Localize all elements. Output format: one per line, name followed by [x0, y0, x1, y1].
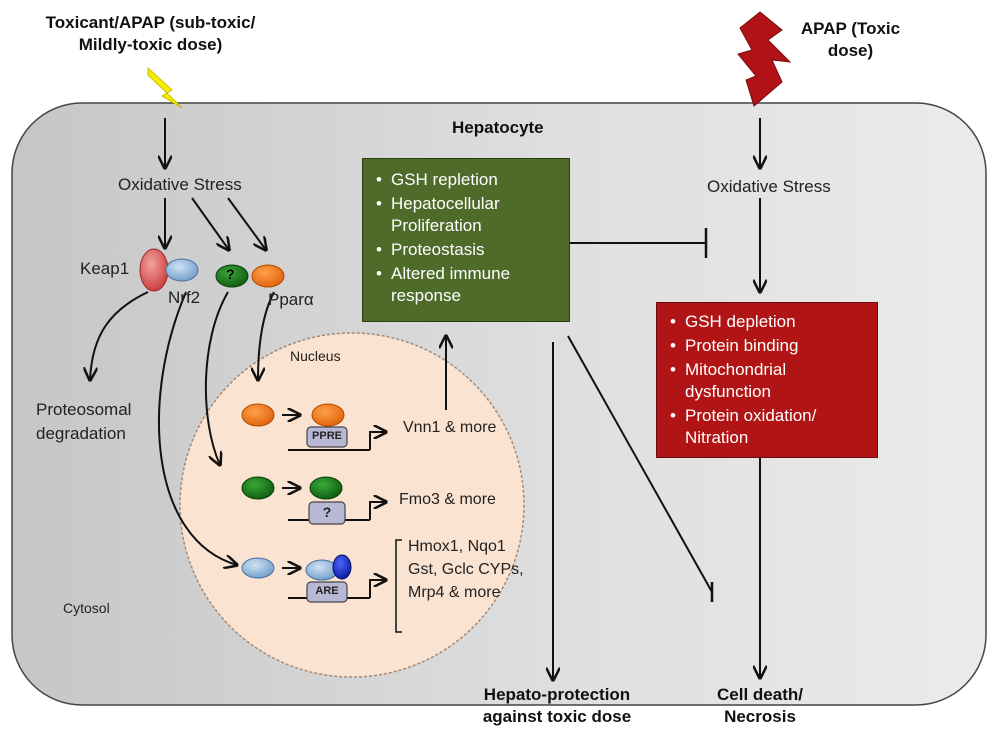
unknown-bound: [309, 476, 343, 500]
nrf2-label: Nrf2: [168, 288, 201, 307]
nrf2-protein: [165, 258, 199, 282]
protective-item: GSH repletion: [376, 169, 563, 191]
protective-box: GSH repletion Hepatocellular Proliferati…: [362, 158, 570, 322]
tss-arrow-3: [369, 580, 386, 598]
nucleus-label: Nucleus: [290, 348, 341, 364]
right-stress-label: Oxidative Stress: [707, 177, 831, 196]
toxic-item: Protein binding: [670, 335, 871, 357]
apap-toxic-title: APAP (Toxic dose): [800, 19, 901, 60]
tss-arrow-2: [369, 502, 386, 520]
left-stress-label: Oxidative Stress: [118, 175, 242, 194]
toxic-box: GSH depletion Protein binding Mitochondr…: [656, 302, 878, 458]
unknown-element: [308, 501, 346, 525]
ppre-element: [306, 426, 348, 448]
tss-arrow-1: [369, 432, 386, 450]
protective-item: Hepatocellular Proliferation: [376, 193, 563, 237]
toxic-item: Protein oxidation/ Nitration: [670, 405, 871, 449]
cell-death-label: Cell death/ Necrosis: [717, 685, 803, 726]
arrow-keap1-to-degradation: [90, 291, 149, 380]
arrow-stress-to-unknown: [191, 197, 229, 250]
arrow-stress-to-ppara: [227, 197, 266, 250]
toxic-item: Mitochondrial dysfunction: [670, 359, 871, 403]
cytosol-label: Cytosol: [63, 600, 110, 616]
hepatoprotection-label: Hepato-protection against toxic dose: [482, 685, 632, 726]
arrow-unknown-to-nucleus: [204, 291, 229, 465]
toxic-item: GSH depletion: [670, 311, 871, 333]
gene-bracket: [395, 539, 402, 633]
inhibit-to-death: [567, 335, 713, 593]
ppara-bound: [311, 403, 345, 427]
coactivator-protein: [332, 554, 352, 580]
protective-item: Altered immune response: [376, 263, 563, 307]
lightning-red-icon: [737, 11, 792, 107]
ppre-label: PPRE: [312, 430, 342, 442]
ppara-free: [241, 403, 275, 427]
protective-item: Proteostasis: [376, 239, 563, 261]
arrow-nrf2-to-are: [158, 291, 237, 565]
keap1-label: Keap1: [80, 259, 130, 278]
are-label: ARE: [315, 585, 339, 597]
unknown-factor-protein: [215, 264, 249, 288]
genes-are: Hmox1, Nqo1 Gst, Gclc CYPs, Mrp4 & more: [408, 538, 524, 601]
ppara-protein: [251, 264, 285, 288]
genes-unknown: Fmo3 & more: [399, 491, 496, 508]
are-element: [306, 581, 348, 603]
arrow-ppara-to-nucleus: [258, 291, 275, 380]
hepatocyte-title: Hepatocyte: [452, 118, 544, 137]
genes-ppre: Vnn1 & more: [403, 419, 497, 436]
ppara-label: Pparα: [268, 290, 314, 309]
lightning-yellow-icon: [147, 66, 183, 109]
nrf2-free: [241, 557, 275, 579]
degradation-label: Proteosomal degradation: [36, 400, 132, 443]
unknown-factor-label: ?: [226, 266, 235, 282]
unknown-free: [241, 476, 275, 500]
keap1-protein: [139, 248, 169, 292]
unknown-element-label: ?: [322, 504, 332, 520]
toxicant-title: Toxicant/APAP (sub-toxic/ Mildly-toxic d…: [45, 13, 256, 54]
